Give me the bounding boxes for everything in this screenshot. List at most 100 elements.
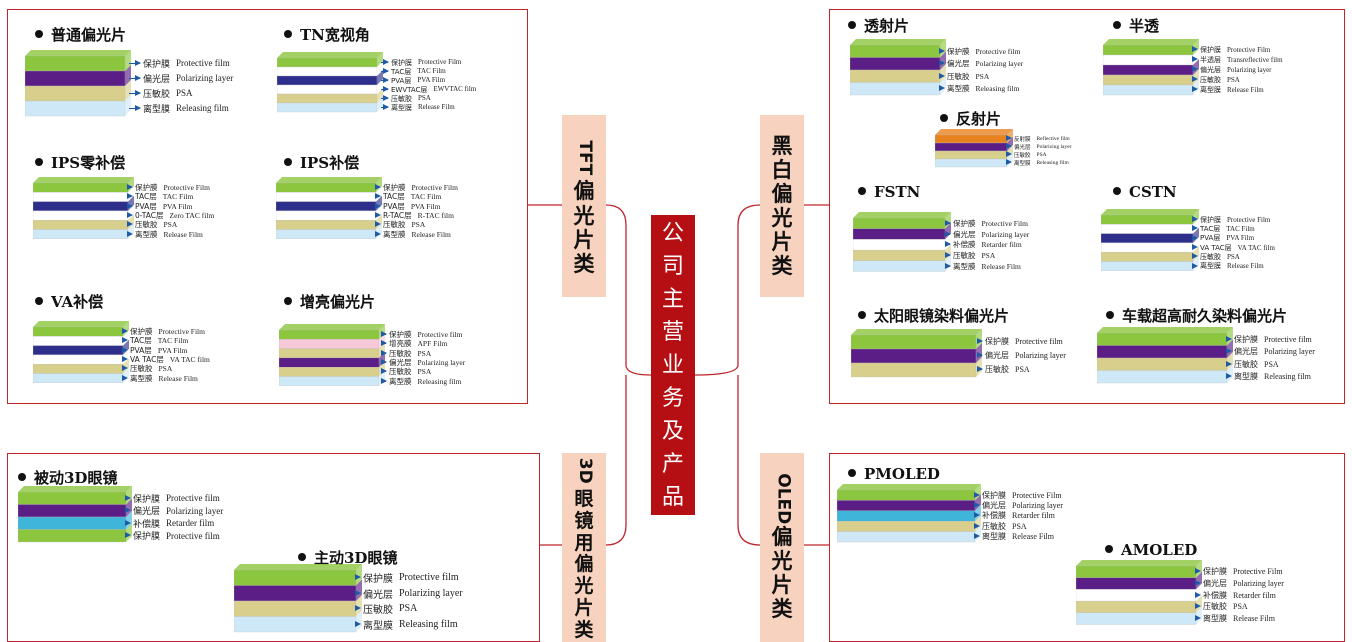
layer-protective [277,57,378,68]
arrow-right-icon [945,230,951,237]
layer-psa [1101,252,1194,262]
layer-pva [277,75,378,86]
category-char: 片 [771,572,793,598]
layer-label-en: PSA [975,71,990,81]
layer-release [837,531,976,543]
layer-label-en: Protective film [166,493,220,504]
layer-top-face [234,564,362,570]
layer-side-face [377,61,383,76]
layer-release [279,376,380,386]
layer-label-en: Release Film [158,373,198,383]
layer-label-en: PVA Film [162,201,193,211]
layer-psa [279,367,380,377]
category-char: 类 [771,253,793,279]
layer-psa [279,348,380,359]
layer-label-en: PSA [417,348,432,358]
category-char: 黑 [771,132,793,158]
layer-label-cn: 偏光层 [985,351,1009,361]
layer-label-en: Zero TAC film [169,211,215,221]
arrow-right-icon [381,368,387,375]
category-char: 光 [573,202,595,228]
layer-top-face [18,486,132,492]
layer-side-face [377,70,383,85]
arrow-right-icon [381,331,387,338]
bullet-icon [1105,545,1113,553]
category-char: 镜 [574,509,594,532]
product-title: 反射片 [940,108,1001,129]
layer-label-cn: 压敏胶 [1203,602,1227,612]
layer-stack-diagram [1101,209,1199,271]
product-title: IPS补偿 [284,152,359,173]
layer-label-cn: 偏光层 [389,358,412,368]
layer-label-en: Polarizing layer [1227,65,1272,74]
layer-label-en: Polarizing layer [417,358,466,368]
layer-stack-diagram [1076,560,1202,625]
layer-label-cn: 保护膜 [135,183,158,193]
layer-tac [853,239,946,251]
layer-label-cn: 离型膜 [947,84,970,94]
center-char: 务 [661,385,684,411]
layer-label-cn: TAC层 [135,192,157,202]
layer-protective [851,334,977,350]
product-title: FSTN [858,183,920,201]
layer-label-cn: 偏光层 [363,589,393,601]
layer-label-cn: PVA层 [135,201,157,211]
layer-label-en: PSA [1036,151,1047,158]
arrow-right-icon [381,359,387,366]
layer-stack-diagram [850,39,946,96]
layer-label-cn: 增亮膜 [389,339,412,349]
layer-stack-diagram [853,212,951,272]
layer-tac [277,84,378,95]
bullet-icon [1113,21,1121,29]
arrow-right-icon [381,340,387,347]
layer-pva [1101,233,1194,244]
layer-top-face [25,50,131,56]
layer-release [1103,84,1194,96]
layer-tac [1103,54,1194,66]
bullet-icon [940,114,948,122]
center-char: 产 [661,451,684,477]
category-char: 白 [771,156,793,182]
layer-label-en: VA TAC film [169,355,210,365]
layer-label-cn: 压敏胶 [389,367,412,377]
category-bw: 黑白偏光片类黑白偏光片类 [760,115,804,297]
product-title: TN宽视角 [284,24,370,45]
layer-tac [277,66,378,77]
layer-label-en: Release Film [163,229,203,239]
layer-polarizer [851,348,977,364]
layer-label-cn: 压敏胶 [982,521,1006,531]
layer-stack-diagram [1103,39,1199,96]
layer-label-en: Protective Film [1227,215,1271,224]
product-title: VA补偿 [35,291,103,312]
layer-label-en: PSA [1015,365,1030,375]
layer-label-en: Protective Film [411,183,458,193]
layer-label-cn: 保护膜 [1234,334,1258,344]
bullet-icon [858,311,866,319]
category-char: 类 [573,250,595,276]
layer-label-en: VA TAC film [1237,243,1275,252]
layer-label-en: Release Film [1227,262,1264,271]
product-title-text: PMOLED [864,465,940,483]
bullet-icon [848,469,856,477]
layer-label-cn: PVA层 [383,201,405,211]
layer-stack-diagram [1097,327,1233,384]
product-title-text: 半透 [1129,17,1160,35]
layer-polarizer [1103,64,1194,76]
arrow-right-icon [381,377,387,384]
product-title: AMOLED [1105,541,1197,559]
layer-label-en: TAC Film [410,192,442,202]
